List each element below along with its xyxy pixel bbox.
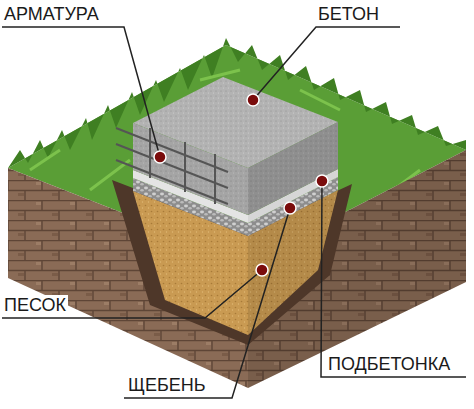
part-label: АРМАТУРА xyxy=(2,4,101,25)
part-label: БЕТОН xyxy=(316,4,381,25)
part-label: ПОДБЕТОНКА xyxy=(326,354,452,375)
part-label: ЩЕБЕНЬ xyxy=(126,375,208,396)
part-label: ПЕСОК xyxy=(2,295,68,316)
